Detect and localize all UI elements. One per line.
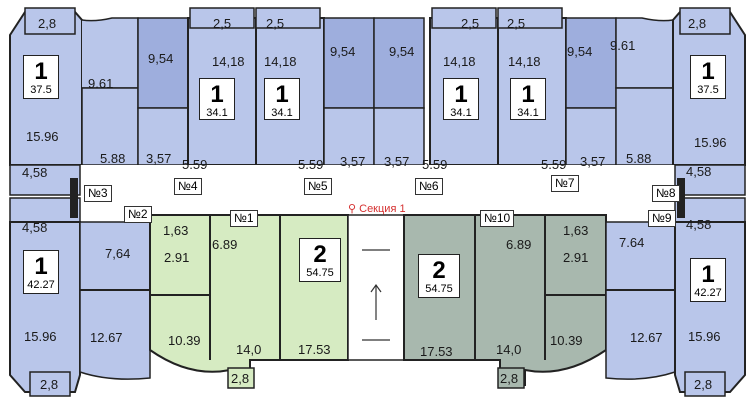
room-area-label: 3,57 bbox=[580, 154, 606, 169]
room-area-label: 5.59 bbox=[298, 157, 324, 172]
room-area-label: 14,0 bbox=[236, 342, 262, 357]
room-area-label: 9,54 bbox=[148, 51, 174, 66]
apartment-number-tag[interactable]: №2 bbox=[124, 206, 152, 223]
room-area-label: 7.64 bbox=[619, 235, 645, 250]
room-area-label: 14,0 bbox=[496, 342, 522, 357]
room-area-label: 12.67 bbox=[90, 330, 123, 345]
room-area-label: 5.59 bbox=[422, 157, 448, 172]
room-area-label: 14,18 bbox=[508, 54, 541, 69]
room-area-label: 2,8 bbox=[694, 377, 713, 392]
room-area-label: 5.59 bbox=[541, 157, 567, 172]
apartment-number-tag[interactable]: №4 bbox=[174, 178, 202, 195]
apartment-number-tag[interactable]: №5 bbox=[304, 178, 332, 195]
room-area-label: 12.67 bbox=[630, 330, 663, 345]
room-area-label: 6.89 bbox=[212, 237, 238, 252]
room-area-label: 14,18 bbox=[443, 54, 476, 69]
room-area-label: 2,5 bbox=[461, 16, 480, 31]
room-area-label: 15.96 bbox=[688, 329, 721, 344]
room-area-label: 4,58 bbox=[686, 217, 712, 232]
room-area-label: 3,57 bbox=[146, 151, 172, 166]
room-area-label: 4,58 bbox=[22, 220, 48, 235]
unit-54-75-left[interactable] bbox=[149, 214, 349, 386]
unit-bottom-left[interactable] bbox=[9, 221, 81, 393]
room-area-label: 15.96 bbox=[26, 129, 59, 144]
room-area-label: 4,58 bbox=[686, 164, 712, 179]
room-area-label: 14,18 bbox=[212, 54, 245, 69]
unit-bottom-right[interactable] bbox=[674, 221, 746, 393]
room-area-label: 9,54 bbox=[330, 44, 356, 59]
room-area-label: 2.91 bbox=[164, 250, 190, 265]
apartment-number-tag[interactable]: №8 bbox=[652, 185, 680, 202]
apartment-number-tag[interactable]: №7 bbox=[551, 175, 579, 192]
room-area-label: 4,58 bbox=[22, 165, 48, 180]
apartment-number-tag[interactable]: №9 bbox=[648, 210, 676, 227]
room-area-label: 3,57 bbox=[384, 154, 410, 169]
room-area-label: 1,63 bbox=[163, 223, 189, 238]
room-area-label: 1,63 bbox=[563, 223, 589, 238]
magnifier-icon: ⚲ bbox=[348, 203, 357, 215]
apartment-number-tag[interactable]: №1 bbox=[230, 210, 258, 227]
room-area-label: 2,8 bbox=[231, 371, 250, 386]
room-area-label: 9,54 bbox=[567, 44, 593, 59]
room-area-label: 5.59 bbox=[182, 157, 208, 172]
room-area-label: 2,5 bbox=[266, 16, 285, 31]
room-area-label: 15.96 bbox=[24, 329, 57, 344]
apartment-number-tag[interactable]: №3 bbox=[84, 185, 112, 202]
room-area-label: 2,8 bbox=[688, 16, 707, 31]
room-area-label: 2,5 bbox=[507, 16, 526, 31]
room-area-label: 2,8 bbox=[38, 16, 57, 31]
apartment-number-tag[interactable]: №6 bbox=[415, 178, 443, 195]
room-area-label: 6.89 bbox=[506, 237, 532, 252]
room-area-label: 9,54 bbox=[389, 44, 415, 59]
room-area-label: 7,64 bbox=[105, 246, 131, 261]
room-area-label: 2,8 bbox=[40, 377, 59, 392]
room-area-label: 2.91 bbox=[563, 250, 589, 265]
room-area-label: 15.96 bbox=[694, 135, 727, 150]
room-area-label: 5.88 bbox=[626, 151, 652, 166]
room-area-label: 14,18 bbox=[264, 54, 297, 69]
room-area-label: 9.61 bbox=[610, 38, 636, 53]
room-area-label: 17.53 bbox=[298, 342, 331, 357]
room-area-label: 17.53 bbox=[420, 344, 453, 359]
room-area-label: 3,57 bbox=[340, 154, 366, 169]
section-label: ⚲ Секция 1 bbox=[348, 203, 406, 215]
room-area-label: 10.39 bbox=[550, 333, 583, 348]
room-area-label: 2,5 bbox=[213, 16, 232, 31]
room-area-label: 9.61 bbox=[88, 76, 114, 91]
room-area-label: 5.88 bbox=[100, 151, 126, 166]
room-area-label: 10.39 bbox=[168, 333, 201, 348]
room-area-label: 2,8 bbox=[500, 371, 519, 386]
unit-54-75-right[interactable] bbox=[403, 214, 607, 386]
apartment-number-tag[interactable]: №10 bbox=[480, 210, 515, 227]
